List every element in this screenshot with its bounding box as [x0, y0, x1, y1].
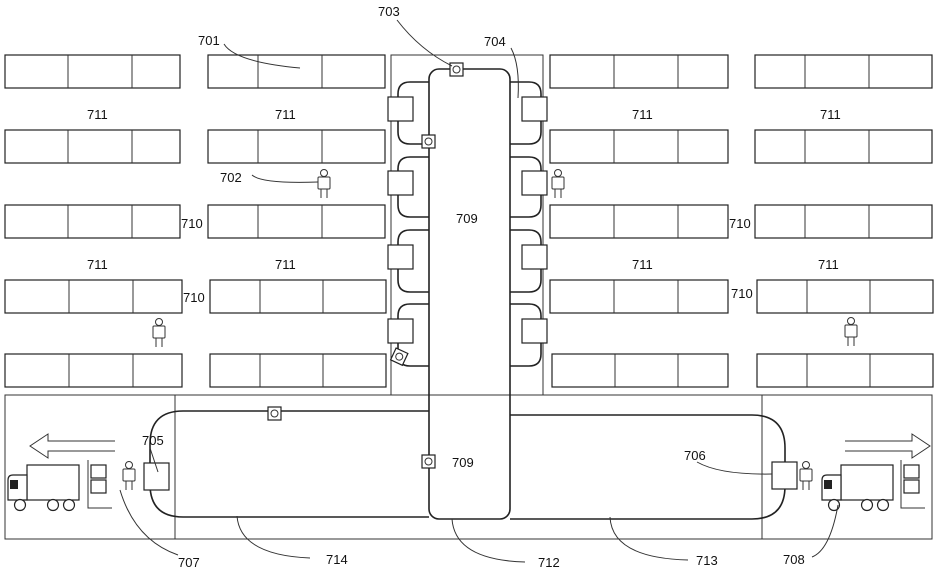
outbound-left-arrow: [30, 434, 115, 458]
shelf-row: [5, 130, 180, 163]
label-right-loop: 713: [696, 553, 718, 568]
robot-icon: [422, 455, 435, 468]
shelf-row: [757, 280, 933, 313]
robot-icon: [422, 135, 435, 148]
shelf-row: [5, 205, 180, 238]
shelf-row: [550, 130, 728, 163]
dock-box-right: [772, 462, 797, 489]
robot-icon: [391, 348, 408, 365]
shelf-row: [757, 354, 933, 387]
shelf-row: [552, 354, 728, 387]
label-shelf-group: 711: [87, 257, 108, 272]
shelf-row: [208, 205, 385, 238]
robot-icon: [450, 63, 463, 76]
person-icon: [552, 170, 564, 199]
person-icon: [318, 170, 330, 199]
label-shelf-unit: 701: [198, 33, 220, 48]
shelf-row: [5, 55, 180, 88]
label-aisle: 710: [731, 286, 753, 301]
shelf-row: [5, 280, 182, 313]
label-shelf-group: 711: [820, 107, 841, 122]
left-loop-path: [150, 411, 429, 517]
label-shelf-group: 711: [275, 107, 296, 122]
main-vertical-lane: [429, 69, 510, 519]
left-workstation-loops: [388, 82, 429, 366]
label-center-loop: 712: [538, 555, 560, 570]
label-shelf-group: 711: [275, 257, 296, 272]
shelf-row: [755, 205, 932, 238]
label-aisle: 710: [183, 290, 205, 305]
shelf-row: [550, 55, 728, 88]
label-shelf-group: 711: [632, 257, 653, 272]
label-shelf-group: 711: [632, 107, 653, 122]
label-shelf-group: 711: [818, 257, 839, 272]
shelf-row: [210, 280, 386, 313]
shelf-row: [755, 55, 932, 88]
person-icon: [123, 462, 135, 491]
right-loop-path: [510, 415, 785, 519]
shelf-row: [208, 130, 385, 163]
label-person: 702: [220, 170, 242, 185]
label-left-loop: 714: [326, 552, 348, 567]
truck-icon: [822, 460, 925, 511]
label-main-lane-bottom: 709: [452, 455, 474, 470]
label-robot: 703: [378, 4, 400, 19]
label-truck-left: 707: [178, 555, 200, 570]
person-icon: [153, 319, 165, 348]
truck-icon: [8, 460, 112, 511]
label-main-lane-top: 709: [456, 211, 478, 226]
label-shelf-group: 711: [87, 107, 108, 122]
shelf-row: [208, 55, 385, 88]
label-workstation: 704: [484, 34, 506, 49]
right-workstation-loops: [510, 82, 547, 366]
robot-icon: [268, 407, 281, 420]
shelf-row: [755, 130, 932, 163]
label-aisle: 710: [181, 216, 203, 231]
label-aisle: 710: [729, 216, 751, 231]
shelf-row: [5, 354, 182, 387]
person-icon: [845, 318, 857, 347]
label-truck-right: 708: [783, 552, 805, 567]
outbound-right-arrow: [845, 434, 930, 458]
shelf-row: [210, 354, 386, 387]
label-dock-right: 706: [684, 448, 706, 463]
person-icon: [800, 462, 812, 491]
label-dock-left: 705: [142, 433, 164, 448]
shelf-row: [550, 205, 728, 238]
shelf-row: [550, 280, 728, 313]
